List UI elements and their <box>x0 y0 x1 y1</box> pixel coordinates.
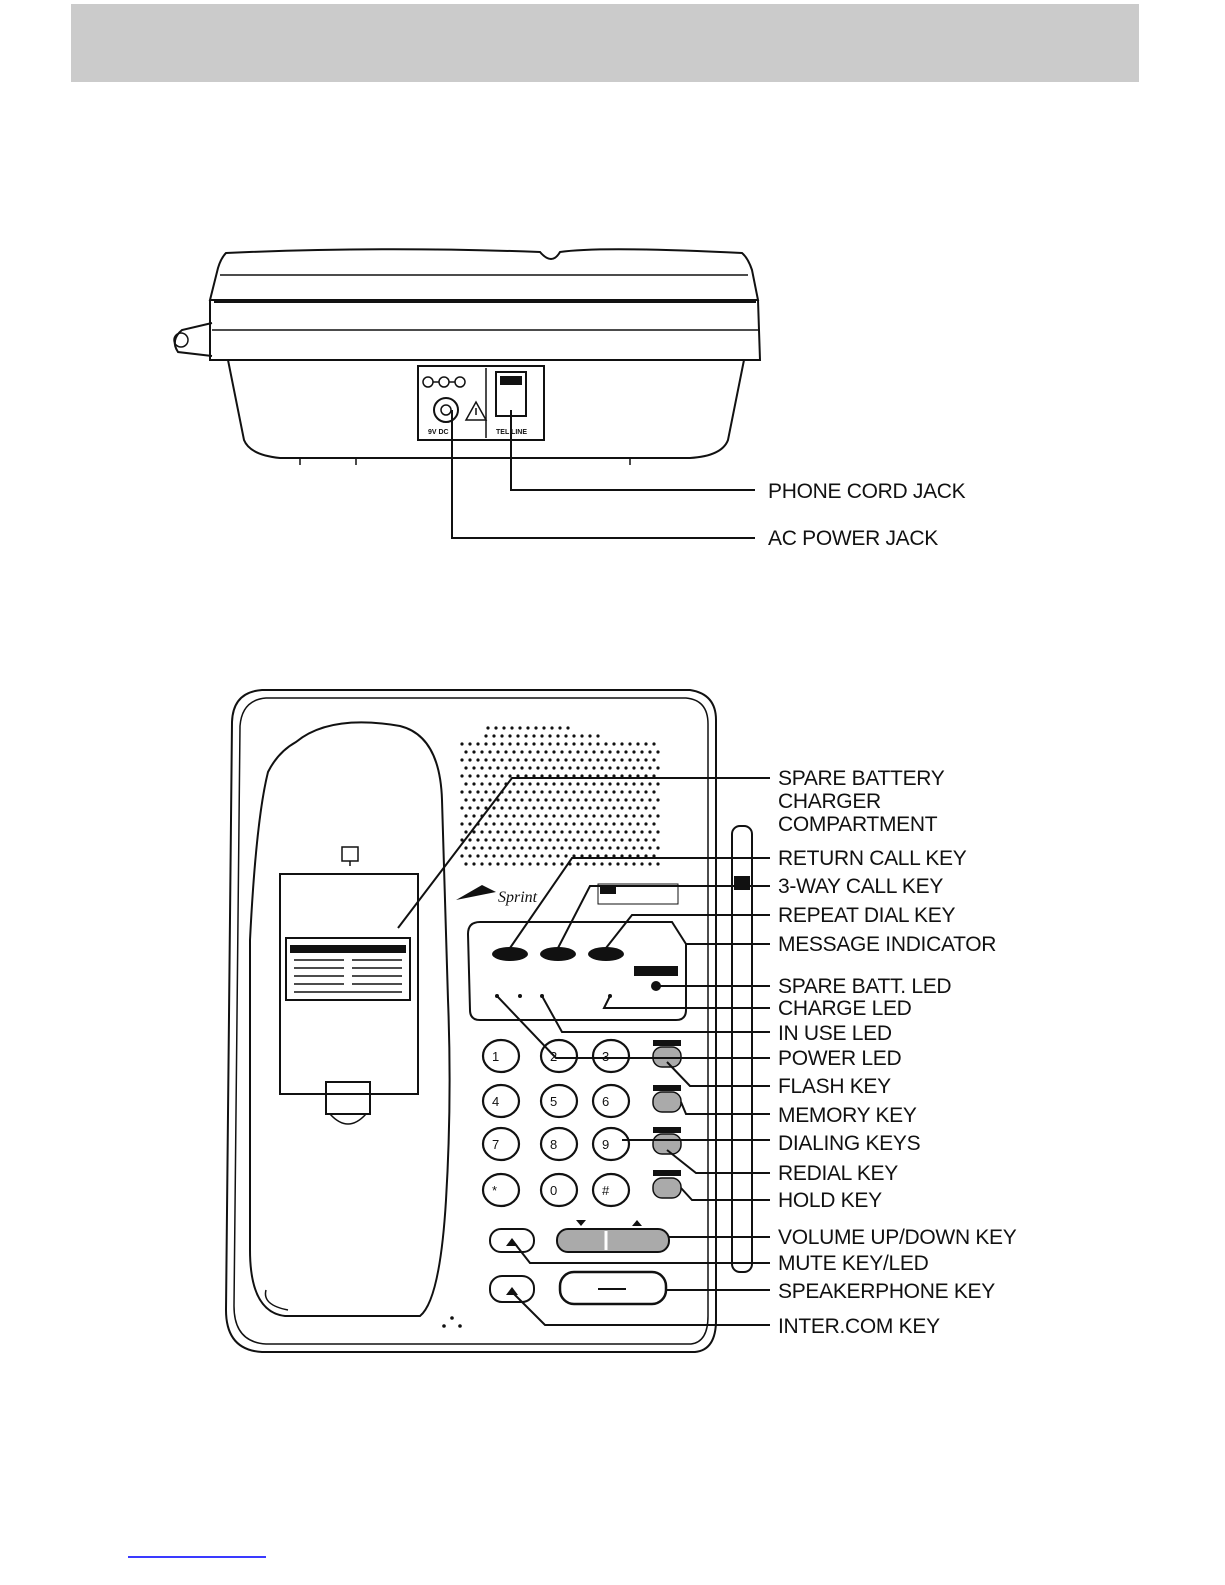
dial-key-label: 7 <box>492 1137 499 1152</box>
header-band <box>71 4 1139 82</box>
callout-spare-battery-line-2: CHARGER <box>778 790 881 813</box>
callout-in-use-led: IN USE LED <box>778 1022 892 1045</box>
model-name-plate <box>597 883 679 905</box>
hold-key[interactable] <box>652 1177 682 1199</box>
top-view-phone-base <box>224 689 753 1353</box>
dial-key-8[interactable]: 8 <box>539 1126 579 1162</box>
memory-key[interactable] <box>652 1091 682 1113</box>
dial-key-2[interactable]: 2 <box>539 1038 579 1074</box>
control-panel <box>466 921 687 1021</box>
callout-mute-key-led: MUTE KEY/LED <box>778 1252 929 1275</box>
callout-spare-battery-line-1: SPARE BATTERY <box>778 767 945 790</box>
callout-spare-batt-led: SPARE BATT. LED <box>778 975 951 998</box>
top-view-leader-lines <box>397 777 770 1326</box>
leader-ac-power-jack <box>451 410 755 539</box>
callout-ac-power-jack: AC POWER JACK <box>768 527 938 550</box>
callout-dialing-keys: DIALING KEYS <box>778 1132 921 1155</box>
volume-up-down-key[interactable] <box>556 1228 670 1253</box>
svg-text:Sprint: Sprint <box>498 889 538 906</box>
callout-hold-key: HOLD KEY <box>778 1189 882 1212</box>
speaker-grille <box>460 726 660 866</box>
dial-key-1[interactable]: 1 <box>481 1038 521 1074</box>
dial-key-label: * <box>492 1183 497 1198</box>
callout-speakerphone-key: SPEAKERPHONE KEY <box>778 1280 995 1303</box>
dial-key-star[interactable]: * <box>481 1172 521 1208</box>
dc-jack-label: 9V DC <box>428 429 449 436</box>
dial-key-label: 3 <box>602 1049 609 1064</box>
callout-redial-key: REDIAL KEY <box>778 1162 898 1185</box>
3-way-call-key[interactable] <box>540 947 576 961</box>
callout-memory-key: MEMORY KEY <box>778 1104 917 1127</box>
callout-phone-cord-jack: PHONE CORD JACK <box>768 480 966 503</box>
dial-key-9[interactable]: 9 <box>591 1126 631 1162</box>
dial-key-3[interactable]: 3 <box>591 1038 631 1074</box>
callout-charge-led: CHARGE LED <box>778 997 912 1020</box>
dial-key-label: # <box>602 1183 610 1198</box>
dial-key-5[interactable]: 5 <box>539 1083 579 1119</box>
dial-key-4[interactable]: 4 <box>481 1083 521 1119</box>
brand-logo: Sprint <box>456 885 538 906</box>
message-indicator-label <box>634 966 678 976</box>
callout-volume-up-down-key: VOLUME UP/DOWN KEY <box>778 1226 1017 1249</box>
return-call-key[interactable] <box>492 947 528 961</box>
callout-spare-battery-line-3: COMPARTMENT <box>778 813 938 836</box>
dial-key-label: 4 <box>492 1094 499 1109</box>
callout-repeat-dial-key: REPEAT DIAL KEY <box>778 904 955 927</box>
leader-phone-cord-jack <box>510 410 755 491</box>
dial-key-label: 0 <box>550 1183 557 1198</box>
in-use-led <box>518 994 522 998</box>
callout-flash-key: FLASH KEY <box>778 1075 891 1098</box>
dial-key-label: 6 <box>602 1094 609 1109</box>
dial-key-7[interactable]: 7 <box>481 1126 521 1162</box>
dial-key-label: 8 <box>550 1137 557 1152</box>
callout-power-led: POWER LED <box>778 1047 901 1070</box>
dialing-keypad: 1 2 3 4 5 6 7 8 9 * 0 # <box>481 1038 631 1208</box>
top-view-callouts: SPARE BATTERY CHARGER COMPARTMENT RETURN… <box>778 767 1017 1338</box>
footer-link-underline <box>128 1556 266 1558</box>
dial-key-6[interactable]: 6 <box>591 1083 631 1119</box>
callout-message-indicator: MESSAGE INDICATOR <box>778 933 996 956</box>
dial-key-0[interactable]: 0 <box>539 1172 579 1208</box>
rear-view-phone-base: 9V DC TEL LINE <box>173 248 762 465</box>
dial-key-label: 9 <box>602 1137 609 1152</box>
dial-key-label: 5 <box>550 1094 557 1109</box>
callout-3-way-call-key: 3-WAY CALL KEY <box>778 875 943 898</box>
callout-return-call-key: RETURN CALL KEY <box>778 847 967 870</box>
dial-key-pound[interactable]: # <box>591 1172 631 1208</box>
dial-key-label: 1 <box>492 1049 499 1064</box>
repeat-dial-key[interactable] <box>588 947 624 961</box>
callout-intercom-key: INTER.COM KEY <box>778 1315 940 1338</box>
